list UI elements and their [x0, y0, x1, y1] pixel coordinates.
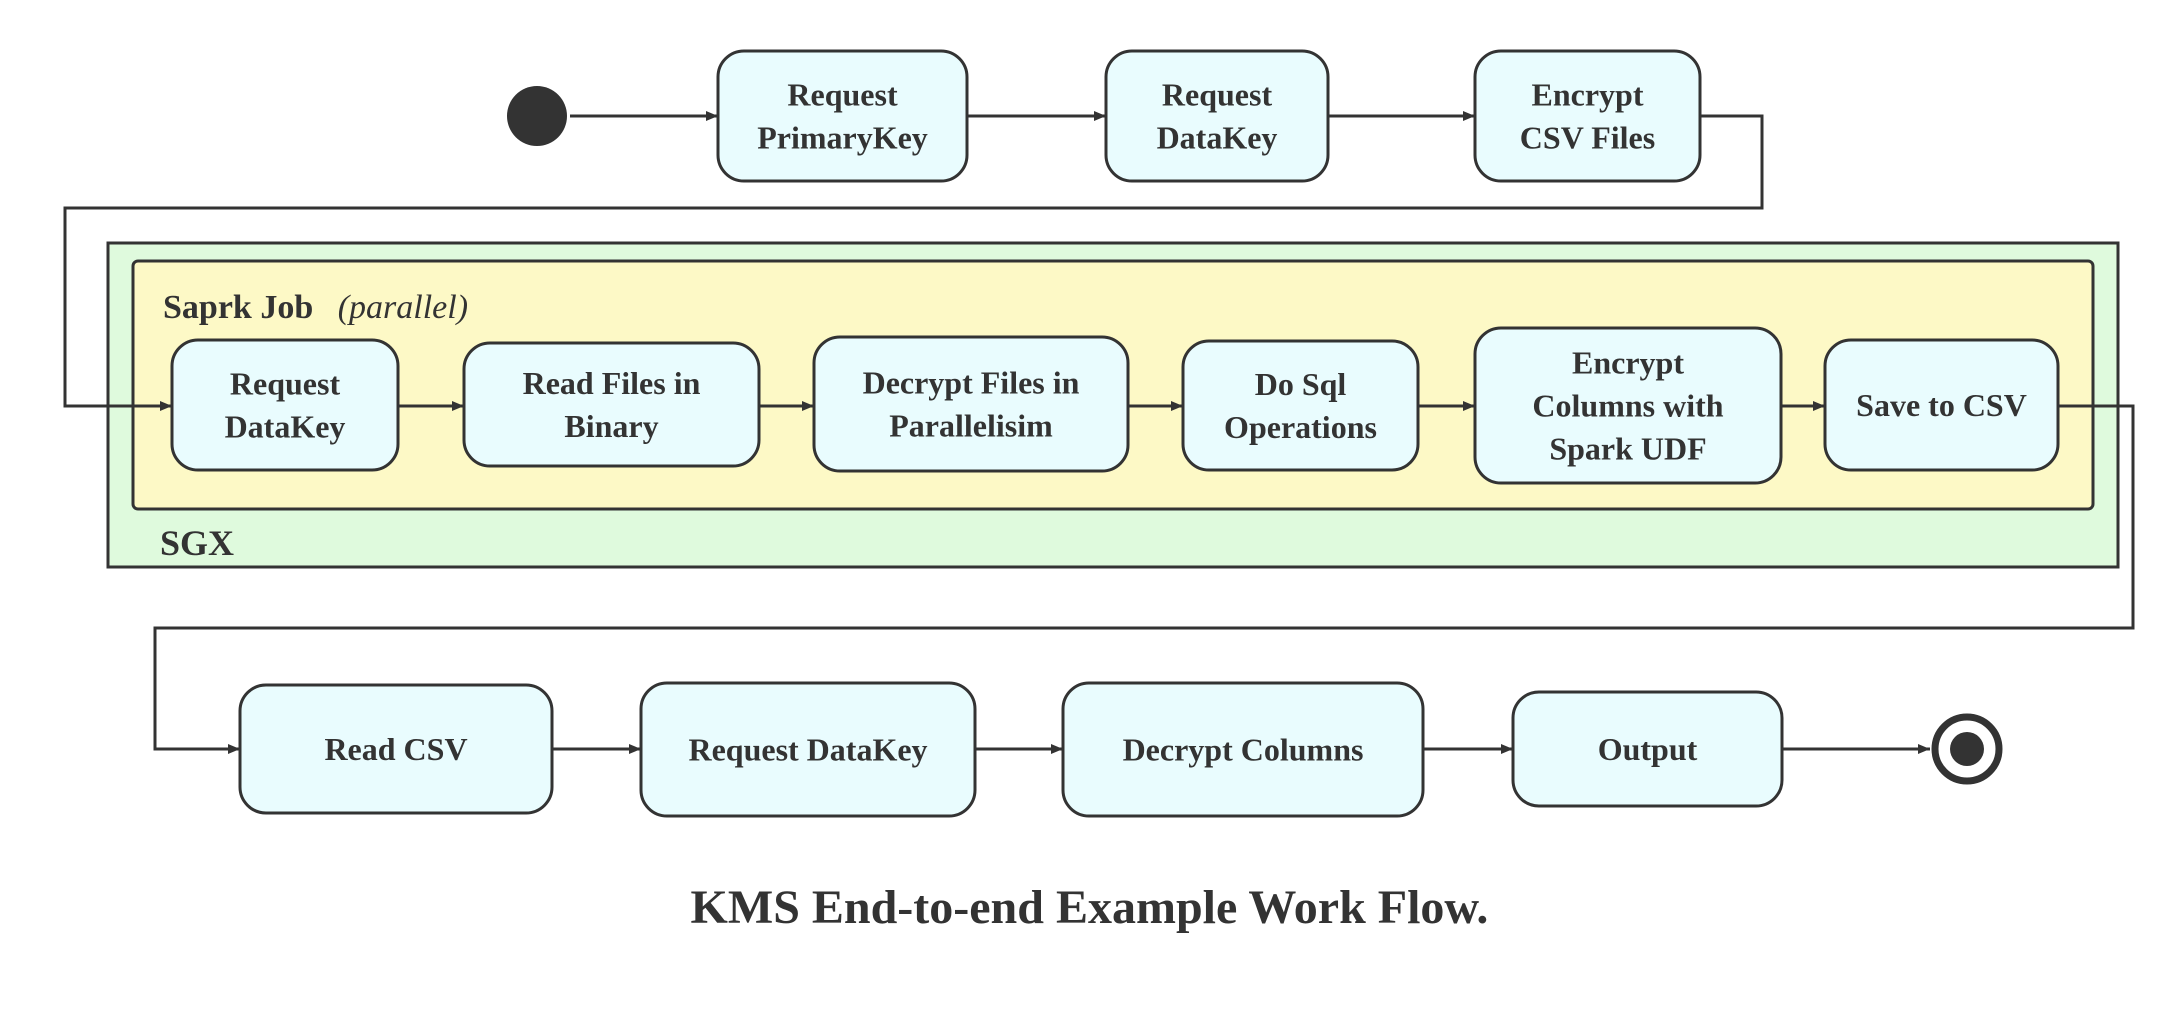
- node-label: Request DataKey: [688, 732, 927, 768]
- node-label: Spark UDF: [1549, 431, 1706, 467]
- node-box: [1511, 690, 1784, 808]
- node-label: DataKey: [225, 409, 346, 445]
- node-decrypt-columns: Decrypt Columns: [1061, 681, 1425, 818]
- edge-save-csv-to-read-csv: [153, 404, 2135, 754]
- node-box: [1061, 681, 1425, 818]
- node-box: [1181, 339, 1420, 472]
- node-label: Request: [1162, 76, 1273, 112]
- node-label: Encrypt: [1572, 344, 1684, 380]
- node-label: Request: [787, 76, 898, 112]
- spark-job-label: Saprk Job (parallel): [163, 289, 468, 326]
- node-label: Save to CSV: [1856, 387, 2027, 423]
- spark-job-title: Saprk Job: [163, 289, 313, 326]
- node-label: Read CSV: [324, 731, 467, 767]
- edges: [63, 111, 2135, 754]
- node-box: [639, 681, 977, 818]
- node-label: Operations: [1224, 409, 1377, 445]
- node-save-to-csv: Save to CSV: [1823, 338, 2060, 472]
- node-label: Parallelisim: [889, 408, 1053, 444]
- node-box: [462, 341, 761, 468]
- node-read-files-binary: Read Files in Binary: [462, 341, 761, 468]
- node-box: [238, 683, 554, 815]
- node-label: Binary: [564, 408, 658, 444]
- end-node: [1931, 713, 2003, 785]
- node-box: [1104, 49, 1330, 183]
- node-label: Decrypt Files in: [863, 364, 1080, 400]
- node-read-csv: Read CSV: [238, 683, 554, 815]
- start-node: [507, 86, 567, 146]
- node-label: CSV Files: [1520, 120, 1655, 156]
- node-label: PrimaryKey: [757, 120, 928, 156]
- node-label: Read Files in: [523, 365, 701, 401]
- node-request-datakey-3: Request DataKey: [639, 681, 977, 818]
- edge-encrypt-csv-to-job-request-datakey: [63, 114, 1764, 411]
- sgx-label: SGX: [160, 523, 234, 563]
- node-box: [1823, 338, 2060, 472]
- node-box: [812, 335, 1130, 473]
- node-decrypt-files-parallel: Decrypt Files in Parallelisim: [812, 335, 1130, 473]
- node-output: Output: [1511, 690, 1784, 808]
- node-box: [716, 49, 969, 183]
- node-label: Encrypt: [1532, 76, 1644, 112]
- node-label: Output: [1598, 731, 1698, 767]
- node-label: Request: [230, 365, 341, 401]
- spark-job-sublabel: (parallel): [338, 289, 468, 326]
- node-label: Columns with: [1532, 388, 1723, 424]
- diagram-caption: KMS End-to-end Example Work Flow.: [690, 881, 1489, 934]
- node-box: [1473, 49, 1702, 183]
- node-label: Decrypt Columns: [1123, 732, 1364, 768]
- end-node-dot: [1950, 732, 1984, 766]
- node-label: Do Sql: [1255, 366, 1347, 402]
- node-box: [170, 338, 400, 472]
- node-label: DataKey: [1157, 120, 1278, 156]
- node-box: [1473, 326, 1783, 485]
